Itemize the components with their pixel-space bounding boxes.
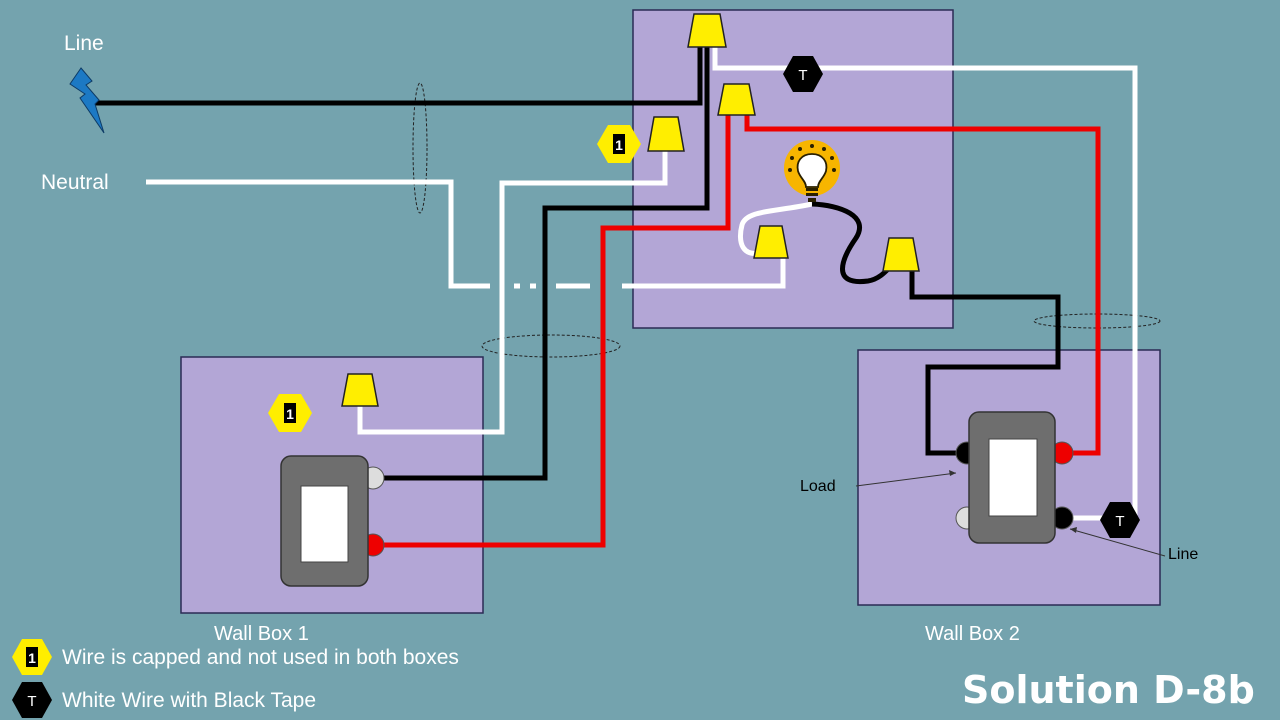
switch1-black-wire xyxy=(381,47,710,481)
load-pointer-arrow xyxy=(949,470,956,476)
line-terminal-label: Line xyxy=(1168,546,1198,563)
legend-capped-text: Wire is capped and not used in both boxe… xyxy=(62,646,459,669)
load-terminal-label: Load xyxy=(800,478,836,495)
capped-badge-text: 1 xyxy=(615,137,623,153)
solution-title: Solution D-8b xyxy=(962,668,1255,712)
legend-capped-badge: 1 xyxy=(28,650,36,666)
wire-nut-icon xyxy=(882,237,920,272)
switch-2 xyxy=(955,411,1074,544)
neutral-wire-ceiling xyxy=(622,258,786,289)
wire-nut-icon xyxy=(341,373,379,407)
load-pointer xyxy=(855,472,957,487)
cable-bundle-box1 xyxy=(481,334,621,358)
cable-bundle-line xyxy=(412,82,428,214)
legend-item-capped: 1 Wire is capped and not used in both bo… xyxy=(12,639,459,675)
legend-taped-badge: T xyxy=(27,693,36,710)
capped-badge-text: 1 xyxy=(286,406,294,422)
fixture-black-lead xyxy=(811,201,894,285)
traveler-red-1 xyxy=(381,112,731,548)
switch-1 xyxy=(280,455,385,587)
wire-nut-icon xyxy=(647,116,685,152)
taped-badge-box2: T xyxy=(1100,502,1140,538)
capped-white-wire xyxy=(357,150,668,435)
capped-badge-ceiling: 1 xyxy=(597,125,641,163)
taped-badge-text: T xyxy=(798,67,807,84)
line-hot-wire xyxy=(95,47,703,106)
legend-taped-text: White Wire with Black Tape xyxy=(62,689,316,712)
wire-nut-icon xyxy=(717,83,756,116)
wire-nut-icon xyxy=(687,13,727,48)
lightning-icon xyxy=(69,67,105,134)
neutral-wire xyxy=(146,179,490,289)
taped-badge-text: T xyxy=(1115,513,1124,530)
neutral-source-label: Neutral xyxy=(41,171,109,194)
capped-badge-box1: 1 xyxy=(268,394,312,432)
traveler-red-2 xyxy=(744,112,1101,456)
switch2-load-wire xyxy=(909,270,1061,456)
line-pointer xyxy=(1069,528,1166,557)
wire-nut-icon xyxy=(753,225,789,259)
wall-box-2-label: Wall Box 2 xyxy=(925,623,1020,645)
fixture-white-lead xyxy=(737,201,813,256)
line-source-label: Line xyxy=(64,32,104,55)
wall-box-1-label: Wall Box 1 xyxy=(214,623,309,645)
switch2-toggle xyxy=(988,438,1038,517)
legend-item-taped: T White Wire with Black Tape xyxy=(12,682,316,718)
switch1-toggle xyxy=(300,485,349,563)
taped-badge-ceiling: T xyxy=(783,56,823,92)
line-pointer-arrow xyxy=(1070,527,1077,533)
light-bulb-icon xyxy=(784,140,840,202)
legend: 1 Wire is capped and not used in both bo… xyxy=(12,639,459,718)
